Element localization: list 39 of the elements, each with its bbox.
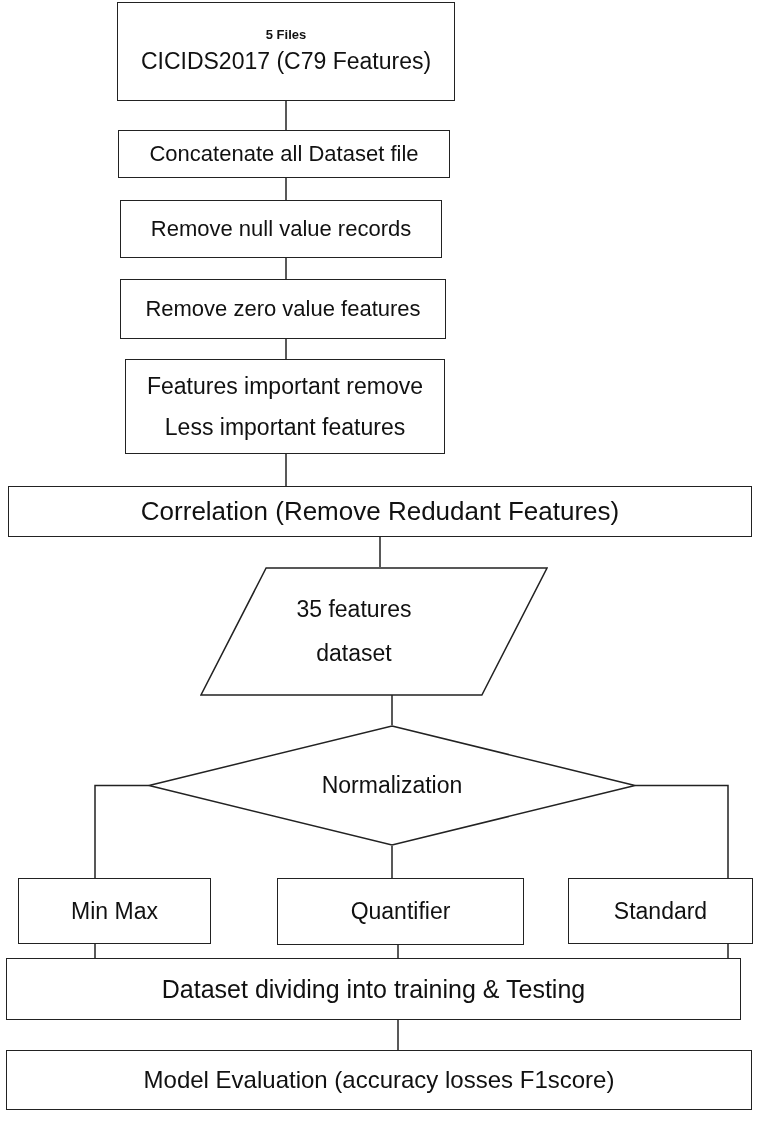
node-label: Model Evaluation (accuracy losses F1score) [143,1065,615,1096]
node-label: Normalization [321,771,463,801]
node-label: Standard [613,896,708,926]
connector-line [397,944,399,959]
process-box [8,486,752,537]
connector-line [285,257,287,280]
connector-line [727,943,729,959]
process-box [118,130,450,178]
process-box [117,2,455,101]
node-label: Remove null value records [150,214,412,243]
connector-line [94,784,150,879]
connector-line [391,845,393,879]
process-box [6,958,741,1020]
process-box [568,878,753,944]
connector-line [634,784,729,879]
connector-line [379,536,381,568]
node-label: CICIDS2017 (C79 Features) [140,46,432,76]
process-box [6,1050,752,1110]
process-box [125,359,445,454]
process-box [120,200,442,258]
connector-line [285,100,287,131]
process-box [277,878,524,945]
node-label: Min Max [71,896,158,926]
connector-line [285,453,287,487]
connector-line [94,943,96,959]
node-label: Dataset dividing into training & Testing [161,973,586,1005]
node-heading: 5 Files [265,26,307,45]
process-box [18,878,211,944]
node-label: 35 features dataset [295,594,413,668]
node-label: Features important remove Less important features [145,372,425,442]
node-label: Remove zero value features [145,294,421,323]
connector-line [285,338,287,360]
node-label: Concatenate all Dataset file [149,139,419,168]
node-label: Correlation (Remove Redudant Features) [140,495,620,529]
connector-line [391,694,393,726]
connector-line [397,1019,399,1051]
connector-line [285,177,287,201]
node-label: Quantifier [350,897,451,927]
process-box [120,279,446,339]
